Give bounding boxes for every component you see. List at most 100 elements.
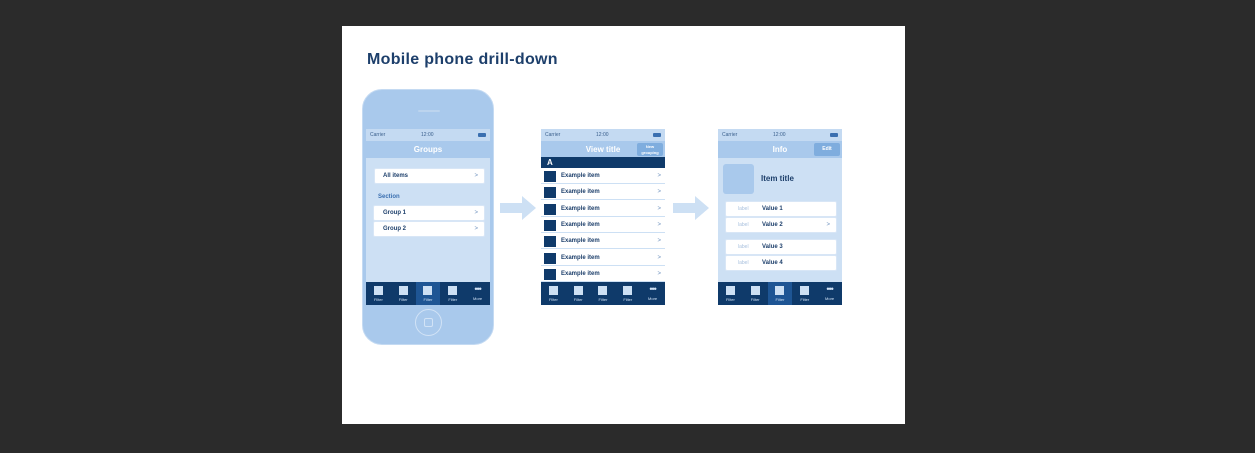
nav-title: Info bbox=[772, 145, 788, 154]
tab-filter[interactable]: Filter bbox=[541, 282, 566, 305]
tab-label: Filter bbox=[573, 297, 583, 302]
item-label: Example item bbox=[561, 189, 600, 196]
edit-button[interactable]: Edit bbox=[814, 143, 840, 156]
tab-more[interactable]: •••More bbox=[640, 282, 665, 305]
item-thumbnail-icon bbox=[544, 268, 556, 280]
field-label: label bbox=[738, 244, 749, 250]
item-label: Example item bbox=[561, 221, 600, 228]
tab-filter[interactable]: Filter bbox=[615, 282, 640, 305]
filter-icon bbox=[448, 286, 458, 295]
filter-icon bbox=[800, 286, 810, 295]
list-item[interactable]: Example item > bbox=[541, 265, 665, 282]
tab-label: More bbox=[473, 296, 483, 301]
tab-label: Filter bbox=[423, 297, 433, 302]
tab-filter[interactable]: Filter bbox=[415, 282, 441, 305]
list-item[interactable]: Example item > bbox=[541, 216, 665, 233]
tab-filter[interactable]: Filter bbox=[440, 282, 465, 305]
item-thumbnail-icon bbox=[544, 236, 556, 248]
nav-bar: View title New grouping bbox=[541, 141, 665, 158]
item-label: Example item bbox=[561, 238, 600, 245]
tab-filter[interactable]: Filter bbox=[718, 282, 743, 305]
chevron-right-icon: > bbox=[826, 222, 830, 228]
more-icon: ••• bbox=[826, 284, 833, 294]
list-item[interactable]: Example item> bbox=[541, 184, 665, 201]
filter-icon bbox=[623, 286, 633, 295]
item-thumbnail-icon bbox=[544, 252, 556, 264]
row-label: All items bbox=[383, 173, 409, 179]
item-thumbnail-icon bbox=[544, 187, 556, 199]
tab-more[interactable]: ••• More bbox=[817, 282, 842, 305]
row-label: Group 2 bbox=[383, 226, 407, 232]
tab-filter[interactable]: Filter bbox=[366, 282, 391, 305]
field-label: label bbox=[738, 222, 749, 228]
diagram-title: Mobile phone drill-down bbox=[367, 51, 558, 68]
new-grouping-button[interactable]: New grouping bbox=[637, 143, 663, 156]
filter-icon bbox=[725, 286, 735, 295]
list-item[interactable]: Example item> bbox=[541, 249, 665, 266]
tab-more[interactable]: •••More bbox=[465, 282, 490, 305]
tab-label: Filter bbox=[775, 297, 785, 302]
tab-label: More bbox=[825, 296, 835, 301]
tab-label: Filter bbox=[398, 297, 408, 302]
item-thumbnail-icon bbox=[544, 171, 556, 182]
tab-label: Filter bbox=[373, 297, 383, 302]
item-label: Example item bbox=[561, 205, 600, 212]
tab-label: Filter bbox=[598, 297, 608, 302]
chevron-right-icon: > bbox=[657, 270, 661, 277]
item-thumbnail-icon bbox=[544, 203, 556, 215]
item-label: Example item bbox=[561, 270, 600, 277]
list-item[interactable]: Example item> bbox=[541, 168, 665, 184]
filter-icon bbox=[573, 286, 583, 295]
tab-filter[interactable]: Filter bbox=[566, 282, 591, 305]
time-label: 12:00 bbox=[596, 132, 609, 138]
detail-field-row[interactable]: label Value 2 > bbox=[725, 217, 837, 233]
field-value: Value 1 bbox=[762, 206, 783, 212]
tab-label: Filter bbox=[623, 297, 633, 302]
chevron-right-icon: > bbox=[474, 226, 478, 232]
home-button[interactable] bbox=[415, 309, 442, 336]
battery-icon bbox=[653, 133, 661, 137]
filter-icon bbox=[775, 286, 785, 295]
filter-icon bbox=[398, 286, 408, 295]
list-item[interactable]: Example item> bbox=[541, 233, 665, 250]
chevron-right-icon: > bbox=[657, 205, 661, 212]
tab-label: Filter bbox=[548, 297, 558, 302]
tab-filter[interactable]: Filter bbox=[767, 282, 793, 305]
tab-filter[interactable]: Filter bbox=[391, 282, 416, 305]
row-label: Group 1 bbox=[383, 210, 407, 216]
tab-label: Filter bbox=[725, 297, 735, 302]
field-value: Value 2 bbox=[762, 222, 783, 228]
battery-icon bbox=[830, 133, 838, 137]
field-label: label bbox=[738, 206, 749, 212]
tab-filter[interactable]: Filter bbox=[792, 282, 817, 305]
chevron-right-icon: > bbox=[657, 221, 661, 228]
all-items-row[interactable]: All items > bbox=[374, 168, 485, 184]
group-row[interactable]: Group 1> bbox=[373, 205, 485, 221]
tab-filter[interactable]: Filter bbox=[591, 282, 616, 305]
nav-title: View title bbox=[585, 145, 621, 154]
item-title: Item title bbox=[761, 174, 794, 183]
field-value: Value 4 bbox=[762, 260, 783, 266]
chevron-right-icon: > bbox=[657, 254, 661, 261]
filter-icon bbox=[548, 286, 558, 295]
filter-icon bbox=[750, 286, 760, 295]
nav-bar: Info Edit bbox=[718, 141, 842, 158]
carrier-label: Carrier bbox=[722, 132, 738, 138]
field-label: label bbox=[738, 260, 749, 266]
chevron-right-icon: > bbox=[474, 173, 478, 179]
tab-label: More bbox=[648, 296, 658, 301]
group-row[interactable]: Group 2 > bbox=[373, 221, 485, 237]
filter-icon bbox=[598, 286, 608, 295]
tab-filter[interactable]: Filter bbox=[743, 282, 768, 305]
arrow-right-icon bbox=[500, 196, 536, 220]
list-item[interactable]: Example item > bbox=[541, 200, 665, 217]
